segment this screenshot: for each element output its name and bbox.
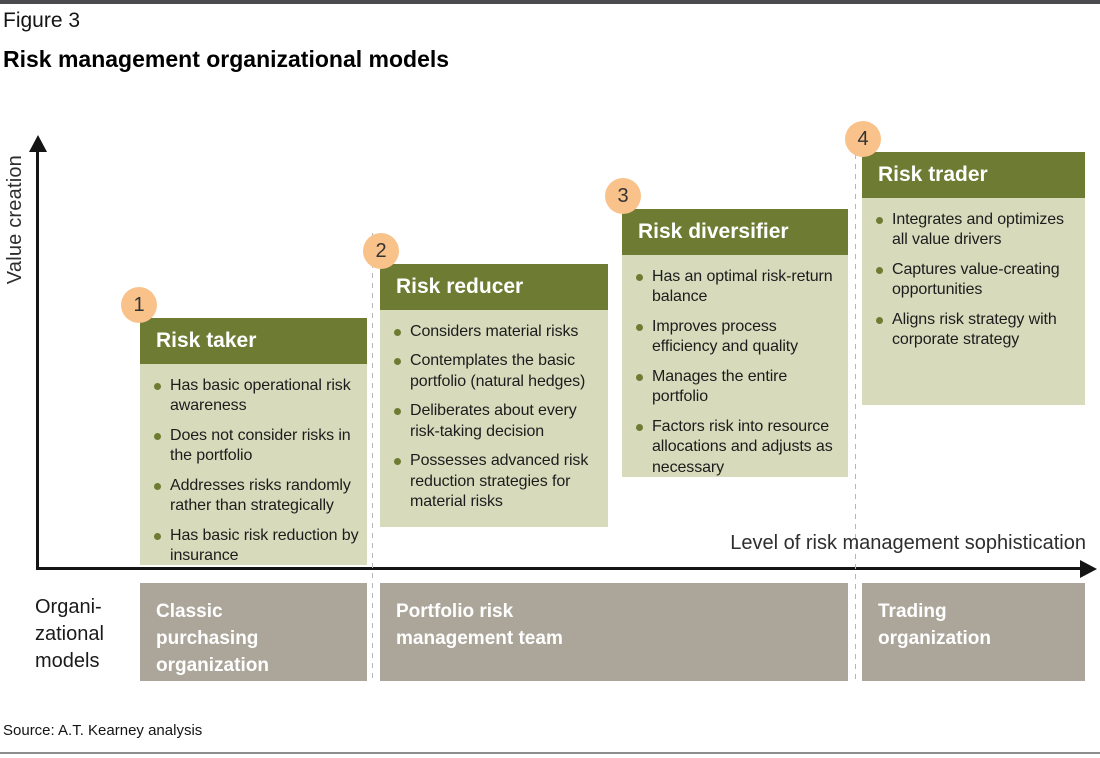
org-label-line: models [35,650,100,672]
stage-number-badge-4: 4 [845,121,881,157]
arrow-up-icon [29,135,47,152]
bullet-item: Deliberates about every risk-taking deci… [392,401,604,442]
stage-number: 2 [375,239,387,262]
bullet-item: Does not consider risks in the portfolio [152,426,363,467]
bullet-item: Has basic operational risk awareness [152,376,363,417]
y-axis-label: Value creation [4,155,26,285]
bullet-item: Improves process efficiency and quality [634,317,844,358]
org-models-axis-label: Organi- zational models [35,594,104,675]
bullet-list: Has an optimal risk-return balance Impro… [634,267,844,478]
bullet-item: Factors risk into resource allocations a… [634,417,844,478]
stage-bullet-panel: Has an optimal risk-return balance Impro… [622,255,848,477]
dashed-separator-2 [855,124,856,683]
org-bar-trading-organization: Trading organization [862,583,1085,681]
bullet-item: Contemplates the basic portfolio (natura… [392,351,604,392]
stage-header: Risk trader [862,152,1085,198]
stage-bullet-panel: Considers material risks Contemplates th… [380,310,608,527]
bar-label-line: organization [878,628,991,649]
stage-box-risk-taker: Risk taker Has basic operational risk aw… [140,318,367,565]
org-label-line: Organi- [35,596,102,618]
bullet-list: Considers material risks Contemplates th… [392,322,604,513]
stage-number-badge-2: 2 [363,233,399,269]
stage-header: Risk reducer [380,264,608,310]
bullet-item: Addresses risks randomly rather than str… [152,476,363,517]
dashed-separator-1 [372,233,373,683]
bullet-item: Possesses advanced risk reduction strate… [392,451,604,512]
stage-number: 3 [617,184,629,207]
stage-bullet-panel: Integrates and optimizes all value drive… [862,198,1085,405]
x-axis-line [36,567,1082,570]
source-note: Source: A.T. Kearney analysis [3,722,203,739]
org-label-line: zational [35,623,104,645]
org-bar-classic-purchasing-organization: Classic purchasing organization [140,583,367,681]
arrow-right-icon [1080,560,1097,578]
bar-label-line: organization [156,655,269,676]
y-axis-line [36,150,39,570]
figure-label: Figure 3 [3,9,81,32]
bar-label-line: purchasing [156,628,259,649]
bullet-item: Aligns risk strategy with corporate stra… [874,310,1081,351]
org-bar-portfolio-risk-management-team: Portfolio risk management team [380,583,848,681]
bar-label-line: Trading [878,601,947,622]
figure-title: Risk management organizational models [3,46,450,72]
bar-label-line: management team [396,628,563,649]
stage-box-risk-reducer: Risk reducer Considers material risks Co… [380,264,608,527]
stage-header: Risk taker [140,318,367,364]
bar-label-line: Classic [156,601,223,622]
bullet-item: Considers material risks [392,322,604,342]
bullet-list: Integrates and optimizes all value drive… [874,210,1081,351]
bullet-item: Has an optimal risk-return balance [634,267,844,308]
stage-number: 4 [857,127,869,150]
bullet-item: Captures value-creating opportunities [874,260,1081,301]
stage-box-risk-trader: Risk trader Integrates and optimizes all… [862,152,1085,405]
bullet-item: Has basic risk reduction by insurance [152,526,363,567]
stage-box-risk-diversifier: Risk diversifier Has an optimal risk-ret… [622,209,848,477]
stage-bullet-panel: Has basic operational risk awareness Doe… [140,364,367,565]
bottom-rule [0,752,1100,754]
stage-header: Risk diversifier [622,209,848,255]
stage-number-badge-3: 3 [605,178,641,214]
x-axis-label: Level of risk management sophistication [730,532,1086,554]
stage-number: 1 [133,293,145,316]
stage-number-badge-1: 1 [121,287,157,323]
top-rule [0,0,1100,4]
bar-label-line: Portfolio risk [396,601,514,622]
bullet-item: Manages the entire portfolio [634,367,844,408]
bullet-item: Integrates and optimizes all value drive… [874,210,1081,251]
bullet-list: Has basic operational risk awareness Doe… [152,376,363,567]
